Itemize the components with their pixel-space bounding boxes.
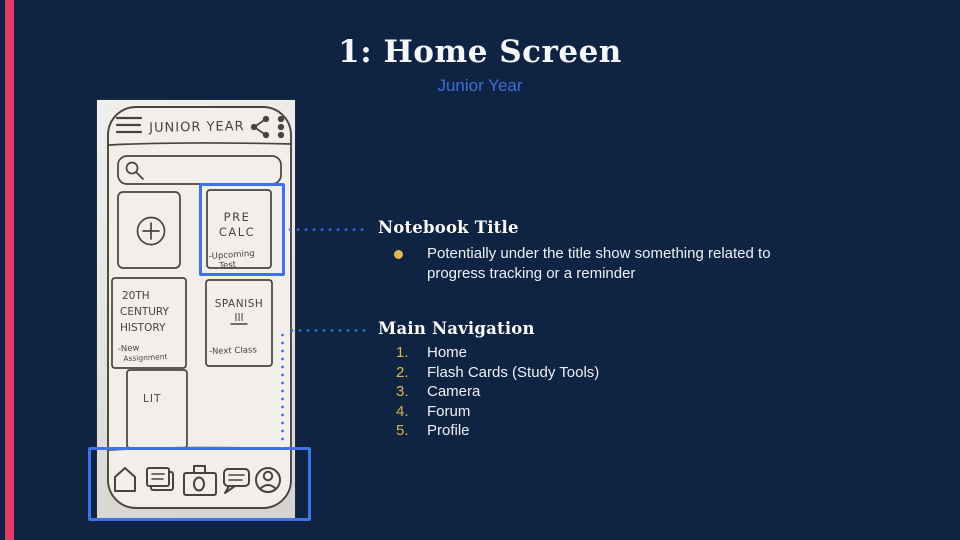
flash-cards-icon	[146, 467, 174, 491]
bullet-text: Potentially under the title show somethi…	[427, 245, 771, 282]
lit-text: LIT	[143, 393, 161, 405]
main-navigation-annotation: Main Navigation 1. Home 2. Flash Cards (…	[378, 319, 828, 441]
list-label: Forum	[427, 402, 471, 420]
spanish-note: -Next Class	[209, 345, 258, 357]
bullet-icon	[394, 250, 403, 259]
list-item: 4. Forum	[378, 402, 828, 422]
kebab-menu-icon	[277, 115, 285, 139]
page-title: 1: Home Screen	[338, 34, 622, 70]
precalc-card	[206, 189, 272, 269]
search-icon	[125, 161, 144, 180]
wireframe-sketch-photo: JUNIOR YEAR PRE CALC -Upcoming Test 20TH…	[97, 100, 295, 520]
connector-dotted-line-vertical	[281, 333, 284, 445]
home-icon	[114, 467, 136, 492]
precalc-highlight-box	[199, 183, 285, 276]
bullet-item: Potentially under the title show somethi…	[378, 244, 828, 284]
list-label: Camera	[427, 383, 481, 400]
spanish-text: SPANISH	[215, 298, 264, 310]
precalc-text: PRE	[224, 210, 251, 224]
list-item: 3. Camera	[378, 382, 828, 402]
add-notebook-card	[117, 191, 181, 269]
history-note: Assignment	[123, 352, 168, 363]
hamburger-menu-icon	[115, 116, 143, 134]
list-item: 5. Profile	[378, 421, 828, 441]
precalc-note: -Upcoming	[208, 249, 255, 262]
navbar-highlight-box	[88, 447, 311, 521]
spanish-card	[205, 279, 273, 367]
profile-icon	[255, 467, 281, 493]
navigation-list: 1. Home 2. Flash Cards (Study Tools) 3. …	[378, 343, 828, 441]
list-number: 2.	[396, 363, 409, 381]
connector-dotted-line-navigation	[290, 329, 368, 332]
spanish-text: III	[234, 312, 243, 324]
history-text: 20TH	[122, 290, 150, 302]
bottom-navbar	[114, 465, 281, 496]
list-label: Profile	[427, 422, 470, 439]
list-item: 2. Flash Cards (Study Tools)	[378, 363, 828, 383]
phone-outline	[107, 106, 292, 509]
phone-title-text: JUNIOR YEAR	[148, 119, 245, 136]
add-plus-icon	[136, 216, 166, 246]
history-text: HISTORY	[120, 322, 166, 334]
share-icon	[250, 115, 270, 139]
phone-wireframe-drawing: JUNIOR YEAR PRE CALC -Upcoming Test 20TH…	[107, 106, 292, 509]
list-number: 3.	[396, 383, 409, 400]
history-note: -New	[118, 343, 140, 354]
list-number: 5.	[396, 422, 409, 439]
camera-icon	[183, 465, 217, 496]
list-label: Flash Cards (Study Tools)	[427, 363, 600, 381]
notebook-title-annotation: Notebook Title Potentially under the tit…	[378, 218, 828, 284]
forum-chat-icon	[223, 468, 250, 494]
left-accent-bar	[5, 0, 14, 540]
page-subtitle: Junior Year	[437, 76, 523, 95]
annotation-heading: Notebook Title	[378, 218, 519, 237]
list-item: 1. Home	[378, 343, 828, 363]
history-card	[111, 277, 187, 369]
precalc-text: CALC	[219, 225, 255, 239]
precalc-note: Test	[218, 260, 237, 271]
list-number: 4.	[396, 402, 409, 420]
history-text: CENTURY	[120, 306, 170, 318]
list-number: 1.	[396, 344, 409, 361]
annotation-heading: Main Navigation	[378, 319, 535, 338]
connector-dotted-line-notebook	[288, 228, 368, 231]
list-label: Home	[427, 344, 468, 361]
header-divider	[108, 142, 291, 146]
